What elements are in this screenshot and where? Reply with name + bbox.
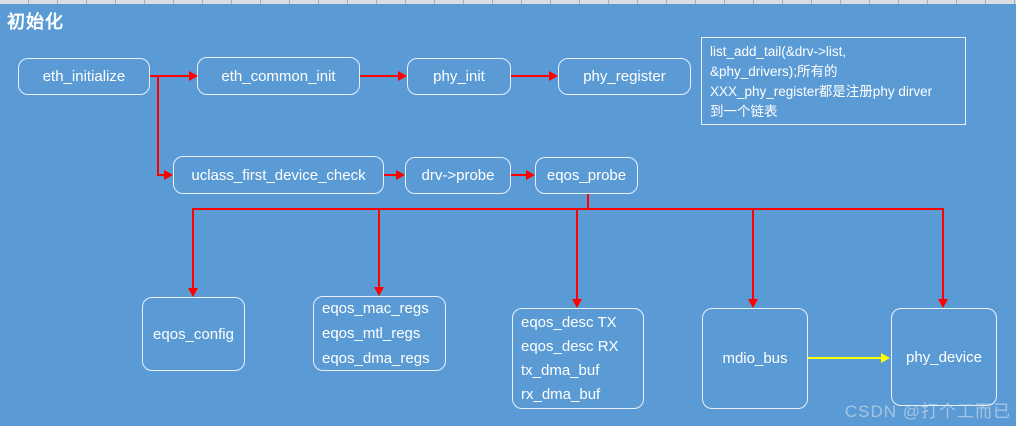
arrowhead-to-eqos-desc xyxy=(572,299,582,308)
arrowhead-to-mdio-bus xyxy=(748,299,758,308)
connector-drv-probe-to-eqos-probe xyxy=(511,174,526,176)
node-eth-common-init: eth_common_init xyxy=(197,57,360,95)
connector-drop-phy-device xyxy=(942,208,944,299)
node-phy-device: phy_device xyxy=(891,308,997,406)
arrowhead-to-phy-device xyxy=(938,299,948,308)
note-line: &phy_drivers);所有的 xyxy=(710,64,838,79)
arrowhead-to-eth-common-init xyxy=(189,71,198,81)
arrowhead-to-eqos-config xyxy=(188,288,198,297)
arrowhead-to-phy-register xyxy=(549,71,558,81)
watermark: CSDN @打个工而已 xyxy=(844,402,1011,421)
connector-mdio-bus-to-phy-device xyxy=(808,357,881,359)
node-label: eqos_probe xyxy=(546,167,627,184)
node-label: mdio_bus xyxy=(722,350,788,367)
node-eth-initialize: eth_initialize xyxy=(18,58,150,95)
note-line: XXX_phy_register都是注册phy dirver xyxy=(710,84,933,99)
node-label: eqos_dma_regs xyxy=(322,350,430,367)
connector-phy-init-to-phy-register xyxy=(511,75,549,77)
node-label: eth_initialize xyxy=(42,68,126,85)
connector-uclass-to-drv-probe xyxy=(384,174,396,176)
node-eqos-probe: eqos_probe xyxy=(535,157,638,194)
node-label: eqos_config xyxy=(153,325,234,343)
connector-fanout-bus xyxy=(192,208,944,210)
arrowhead-to-phy-init xyxy=(398,71,407,81)
node-label: eqos_desc RX xyxy=(521,337,619,355)
node-phy-init: phy_init xyxy=(407,58,511,95)
node-label: phy_device xyxy=(906,348,982,366)
connector-eth-initialize-branch-down xyxy=(157,76,159,175)
connector-drop-mdio-bus xyxy=(752,208,754,299)
node-label: uclass_first_device_check xyxy=(191,166,366,184)
diagram-title: 初始化 xyxy=(7,12,64,32)
connector-eqos-probe-riser xyxy=(587,194,589,210)
note-line: 到一个链表 xyxy=(710,104,778,119)
connector-drop-eqos-regs xyxy=(378,208,380,288)
connector-eth-common-init-to-phy-init xyxy=(360,75,398,77)
node-label: eqos_desc TX xyxy=(521,313,617,331)
node-phy-register: phy_register xyxy=(558,58,691,95)
node-uclass-first-device-check: uclass_first_device_check xyxy=(173,156,384,194)
arrowhead-to-eqos-regs xyxy=(374,287,384,296)
node-eqos-config: eqos_config xyxy=(142,297,245,371)
top-ruler-strip xyxy=(0,0,1016,4)
arrowhead-to-uclass-first-device-check xyxy=(164,170,173,180)
node-label: eqos_mtl_regs xyxy=(322,325,421,342)
note-box: list_add_tail(&drv->list, &phy_drivers);… xyxy=(701,37,966,125)
arrowhead-yellow-to-phy-device xyxy=(881,353,890,363)
note-line: list_add_tail(&drv->list, xyxy=(710,44,847,59)
node-label: eqos_mac_regs xyxy=(322,300,429,317)
connector-branch-to-uclass xyxy=(157,174,165,176)
node-label: drv->probe xyxy=(421,167,495,184)
connector-drop-eqos-desc xyxy=(576,208,578,299)
node-label: phy_register xyxy=(583,68,666,85)
connector-eth-initialize-to-eth-common-init xyxy=(150,75,189,77)
node-label: tx_dma_buf xyxy=(521,361,600,379)
node-mdio-bus: mdio_bus xyxy=(702,308,808,409)
connector-drop-eqos-config xyxy=(192,208,194,288)
node-label: phy_init xyxy=(433,68,485,85)
node-label: rx_dma_buf xyxy=(521,385,601,403)
arrowhead-to-eqos-probe xyxy=(526,170,535,180)
node-eqos-regs: eqos_mac_regs eqos_mtl_regs eqos_dma_reg… xyxy=(313,296,446,371)
arrowhead-to-drv-probe xyxy=(396,170,405,180)
node-eqos-desc-buffers: eqos_desc TX eqos_desc RX tx_dma_buf rx_… xyxy=(512,308,644,409)
node-label: eth_common_init xyxy=(221,67,336,85)
node-drv-probe: drv->probe xyxy=(405,157,511,194)
